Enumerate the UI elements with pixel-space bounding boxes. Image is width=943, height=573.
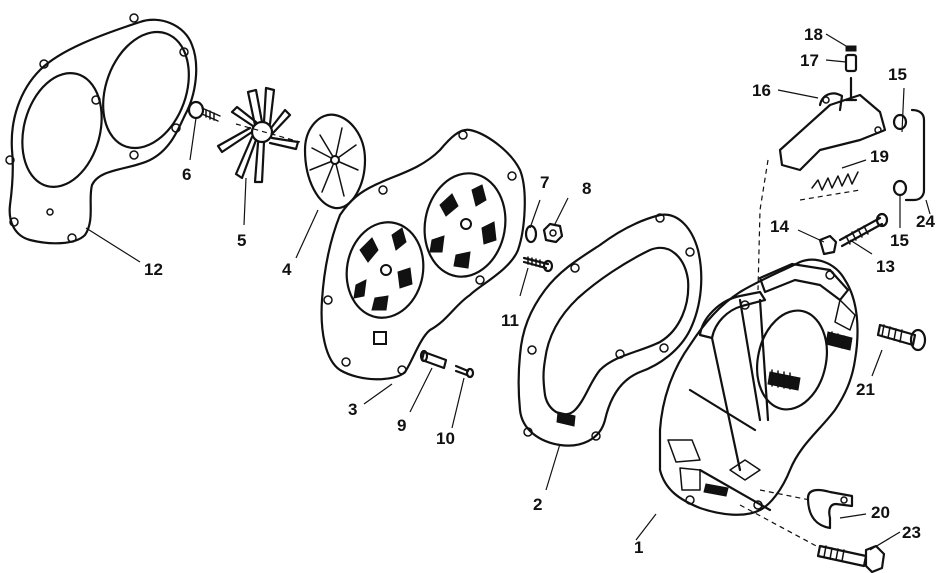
- callout-16: 16: [752, 81, 771, 100]
- part-8-nut: [542, 222, 564, 244]
- callout-15-lower: 15: [890, 231, 909, 250]
- callout-1: 1: [634, 538, 643, 557]
- callout-10: 10: [436, 429, 455, 448]
- part-13-screw: [838, 212, 889, 248]
- callout-12: 12: [144, 260, 163, 279]
- callout-23: 23: [902, 523, 921, 542]
- callout-4: 4: [282, 260, 292, 279]
- callout-14: 14: [770, 217, 789, 236]
- part-15-bushing-lower: [892, 179, 908, 197]
- callout-13: 13: [876, 257, 895, 276]
- part-20-clamp: [806, 488, 854, 530]
- part-12-gasket: [5, 13, 198, 245]
- part-4-disc: [303, 113, 367, 210]
- part-21-screw: [876, 323, 927, 352]
- part-17-pin: [844, 53, 858, 102]
- callout-2: 2: [533, 495, 542, 514]
- part-2-gasket: [517, 213, 703, 447]
- part-3-plate: [320, 128, 526, 381]
- part-23-bolt: [816, 544, 886, 573]
- part-5-impeller: [216, 86, 300, 184]
- callout-20: 20: [871, 503, 890, 522]
- part-9-pin: [419, 349, 448, 370]
- part-19-spring: [811, 171, 859, 191]
- callout-15-upper: 15: [888, 65, 907, 84]
- callout-3: 3: [348, 400, 357, 419]
- callout-18: 18: [804, 25, 823, 44]
- callout-5: 5: [237, 231, 246, 250]
- part-6-screw: [187, 100, 221, 122]
- leader-lines: [85, 33, 931, 551]
- callout-9: 9: [397, 416, 406, 435]
- part-15-bushing-upper: [892, 113, 908, 131]
- part-7-washer: [524, 224, 538, 244]
- assembly-lines: [235, 123, 861, 549]
- part-14-fitting: [818, 234, 838, 256]
- callout-21: 21: [856, 380, 875, 399]
- callout-24: 24: [916, 212, 935, 231]
- part-11-screw: [522, 256, 554, 273]
- callout-7: 7: [540, 173, 549, 192]
- callout-8: 8: [582, 179, 591, 198]
- part-18-clip: [845, 45, 857, 52]
- callout-11: 11: [501, 311, 519, 330]
- callout-19: 19: [870, 147, 889, 166]
- part-1-pump-body: [658, 258, 859, 516]
- callout-6: 6: [182, 165, 191, 184]
- part-10-bolt: [454, 364, 475, 379]
- part-24-link-rod: [904, 108, 926, 202]
- callout-17: 17: [800, 51, 819, 70]
- callout-labels: 1 2 3 4 5 6 7 8 9 10 11 12 13 14 15 15 1…: [144, 25, 935, 557]
